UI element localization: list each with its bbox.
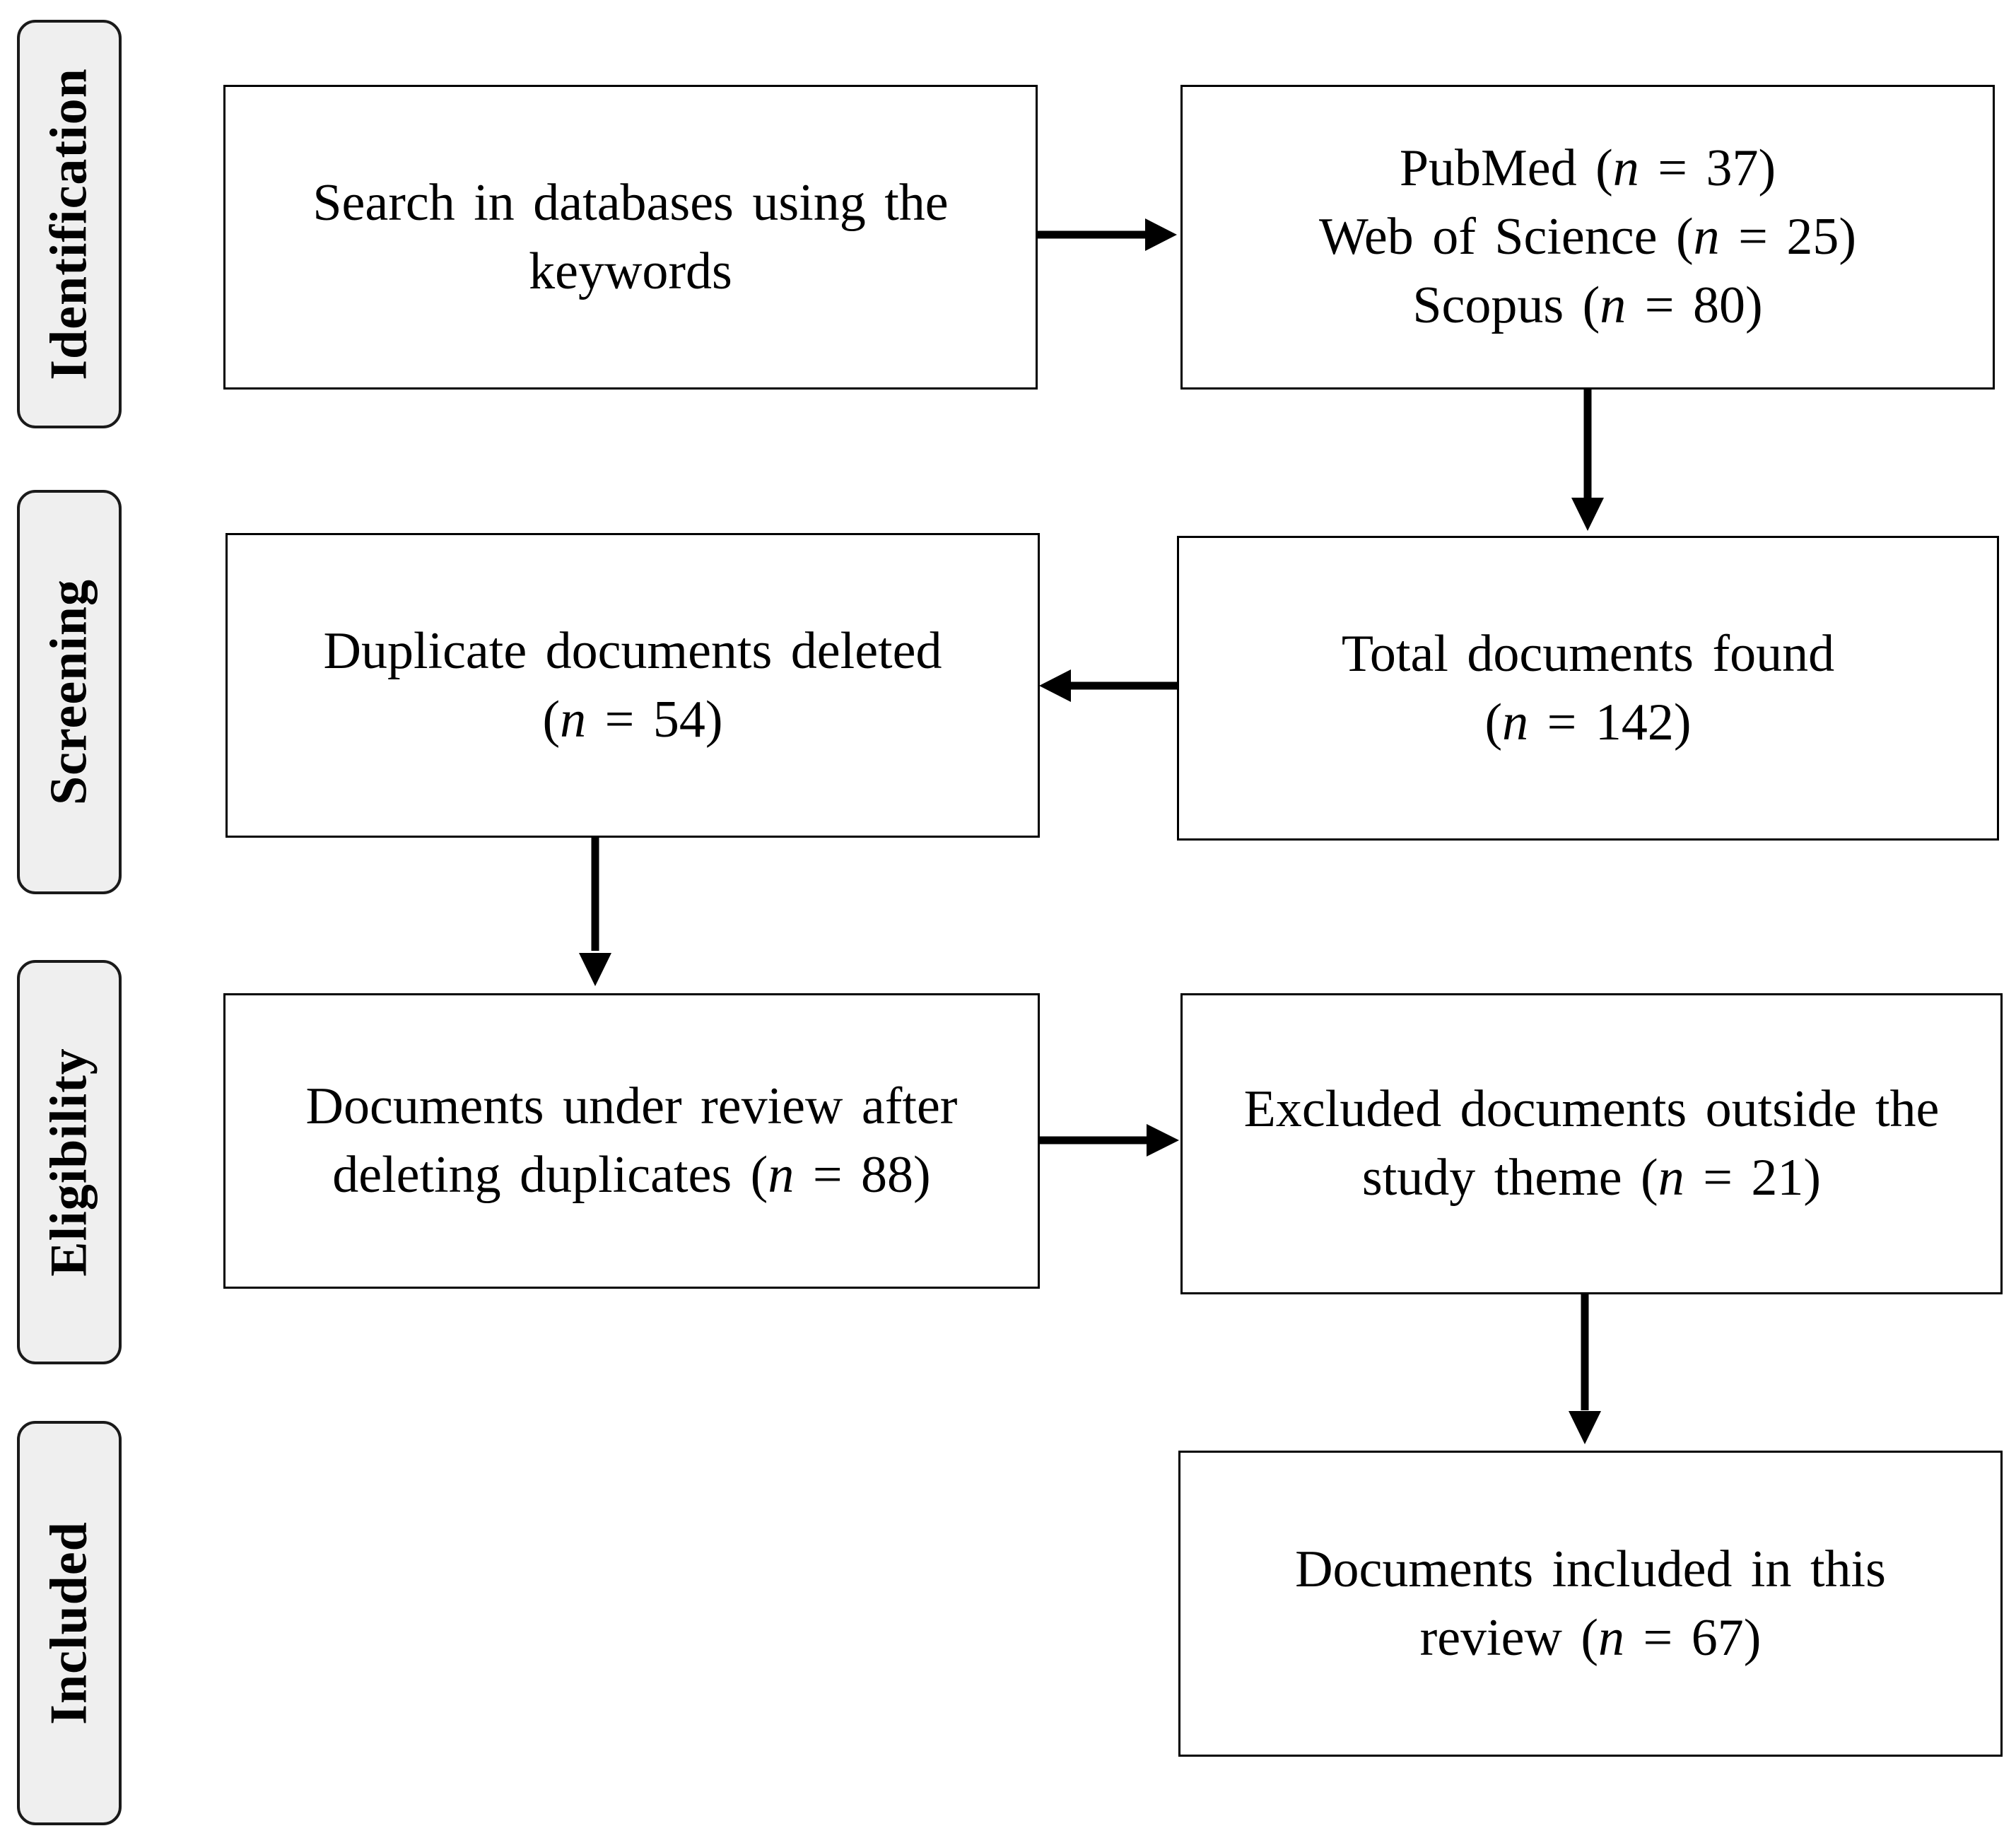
text-line: Excluded documents outside the [1243, 1080, 1940, 1138]
label: study theme ( [1361, 1149, 1658, 1207]
stage-eligibility: Eligibility [17, 960, 122, 1364]
stage-included: Included [17, 1421, 122, 1825]
box-excluded-text: Excluded documents outside the study the… [1244, 1075, 1940, 1212]
stage-label: Identification [40, 68, 98, 380]
text-line: Search in databases using the [312, 173, 949, 232]
stage-label: Screening [40, 578, 98, 806]
label: Web of Science ( [1318, 208, 1694, 266]
box-duplicates-text: Duplicate documents deleted (n = 54) [324, 617, 942, 754]
pubmed-count: PubMed (n = 37) [1319, 134, 1856, 203]
label: Scopus ( [1412, 276, 1600, 334]
value: = 67) [1624, 1608, 1762, 1667]
arrowhead-right-icon [1147, 1124, 1179, 1157]
n-symbol: n [768, 1146, 795, 1204]
box-total-text: Total documents found (n = 142) [1342, 620, 1834, 757]
box-review: Documents under review after deleting du… [223, 993, 1040, 1289]
box-included: Documents included in this review (n = 6… [1178, 1451, 2003, 1757]
label: PubMed ( [1399, 139, 1613, 197]
value: = 88) [794, 1146, 931, 1204]
box-duplicates: Duplicate documents deleted (n = 54) [225, 533, 1040, 838]
box-excluded: Excluded documents outside the study the… [1180, 993, 2003, 1294]
text-line: Total documents found [1341, 624, 1835, 683]
box-included-text: Documents included in this review (n = 6… [1295, 1535, 1886, 1673]
box-review-text: Documents under review after deleting du… [306, 1072, 958, 1210]
text-line: Duplicate documents deleted [323, 621, 942, 680]
value: = 80) [1626, 276, 1763, 334]
wos-count: Web of Science (n = 25) [1319, 203, 1856, 271]
label: deleting duplicates ( [332, 1146, 768, 1204]
n-symbol: n [1598, 1608, 1625, 1667]
n-symbol: n [1658, 1149, 1684, 1207]
value: = 21) [1684, 1149, 1822, 1207]
duplicates-count: (n = 54) [324, 686, 942, 754]
box-search-text: Search in databases using the keywords [312, 169, 948, 306]
text-line: keywords [529, 242, 732, 300]
paren: ( [1484, 693, 1503, 751]
stage-label: Included [40, 1521, 98, 1725]
text-line: Documents under review after [305, 1077, 958, 1135]
n-symbol: n [1502, 693, 1529, 751]
arrowhead-down-icon [579, 953, 611, 986]
box-total: Total documents found (n = 142) [1177, 536, 1999, 841]
arrowhead-down-icon [1571, 498, 1604, 531]
box-databases: PubMed (n = 37) Web of Science (n = 25) … [1180, 85, 1995, 390]
value: = 37) [1639, 139, 1776, 197]
value: = 142) [1528, 693, 1692, 751]
n-symbol: n [1612, 139, 1639, 197]
n-symbol: n [560, 690, 587, 749]
stage-screening: Screening [17, 490, 122, 894]
box-databases-text: PubMed (n = 37) Web of Science (n = 25) … [1319, 134, 1856, 340]
total-count: (n = 142) [1342, 689, 1834, 757]
review-count: deleting duplicates (n = 88) [306, 1141, 958, 1210]
label: review ( [1419, 1608, 1599, 1667]
arrowhead-left-icon [1039, 669, 1071, 702]
n-symbol: n [1693, 208, 1720, 266]
paren: ( [542, 690, 561, 749]
value: = 54) [586, 690, 723, 749]
n-symbol: n [1600, 276, 1627, 334]
included-count: review (n = 67) [1295, 1604, 1886, 1673]
excluded-count: study theme (n = 21) [1244, 1144, 1940, 1212]
arrowhead-right-icon [1145, 218, 1177, 251]
text-line: Documents included in this [1295, 1540, 1886, 1598]
value: = 25) [1719, 208, 1857, 266]
stage-identification: Identification [17, 20, 122, 428]
arrowhead-down-icon [1569, 1411, 1601, 1444]
stage-label: Eligibility [40, 1048, 98, 1277]
box-search: Search in databases using the keywords [223, 85, 1038, 390]
scopus-count: Scopus (n = 80) [1319, 271, 1856, 340]
